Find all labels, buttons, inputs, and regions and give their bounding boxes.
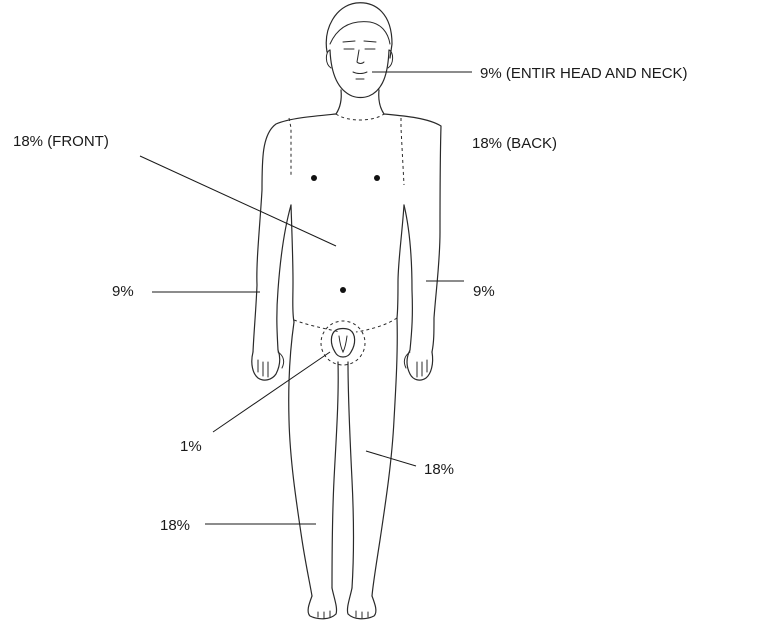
torso [253,114,441,352]
label-left-leg: 18% [160,517,190,534]
label-right-leg: 18% [424,461,454,478]
label-head-neck: 9% (ENTIR HEAD AND NECK) [480,65,688,82]
legs [289,318,398,619]
label-groin: 1% [180,438,202,455]
neck [336,90,384,114]
label-back: 18% (BACK) [472,135,557,152]
label-right-arm: 9% [473,283,495,300]
label-front: 18% (FRONT) [13,133,109,150]
leader-groin [213,352,330,432]
label-left-arm: 9% [112,283,134,300]
groin [321,321,365,365]
head [326,3,392,98]
leader-front [140,156,336,246]
